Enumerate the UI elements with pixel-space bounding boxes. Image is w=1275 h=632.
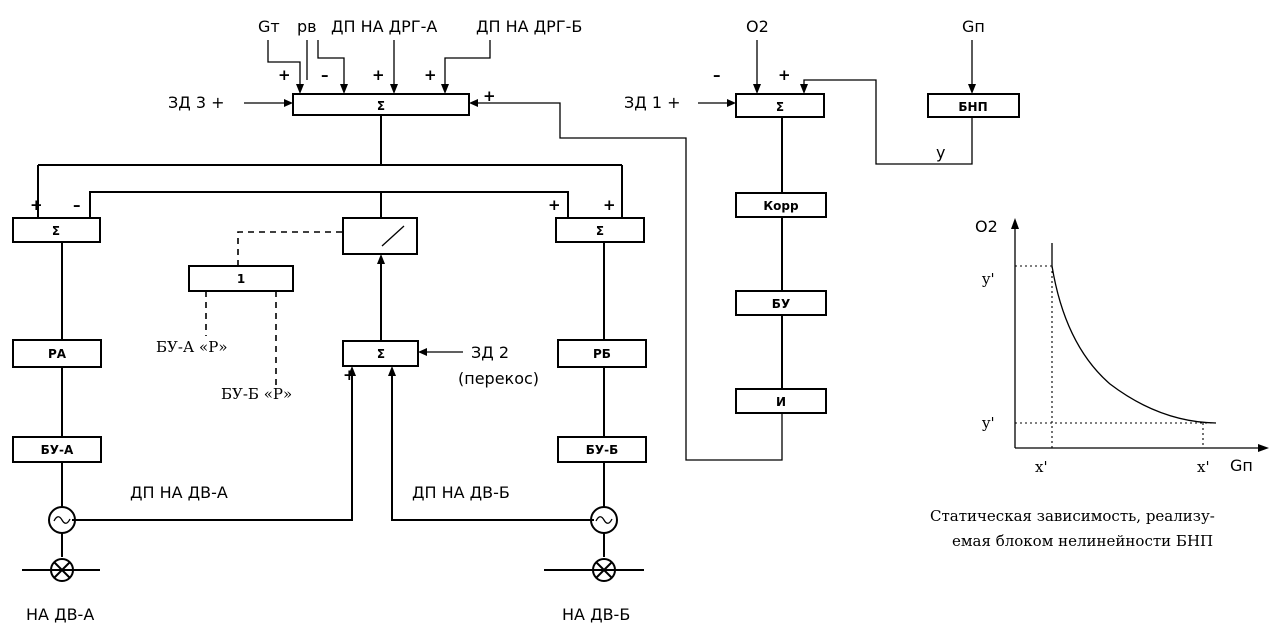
- gt-arrow: [296, 84, 304, 94]
- bnp-label: БНП: [958, 100, 987, 114]
- input-pv-label: pв: [297, 17, 317, 36]
- summator-b-block: [555, 217, 645, 243]
- sign-sum-b-plus-1: +: [548, 196, 561, 214]
- signal-bu-a-p: БУ-А «Р»: [156, 338, 228, 356]
- bnp-output-arrow: [800, 84, 808, 94]
- regulator-pb-label: PБ: [593, 347, 611, 361]
- signal-bu-b-p: БУ-Б «Р»: [221, 385, 292, 403]
- switch-bus: [89, 191, 569, 218]
- gp-arrow: [968, 84, 976, 94]
- input-gp-label: Gп: [962, 17, 985, 36]
- motor-b-wave-icon: [595, 516, 613, 524]
- dp-drg-a-arrow: [390, 84, 398, 94]
- block-1-label: 1: [237, 272, 245, 286]
- dp-dv-a-line: [72, 374, 353, 521]
- feedback-line-to-zd3: [475, 102, 783, 461]
- block-1: [188, 265, 294, 292]
- bu-b-label: БУ-Б: [586, 443, 619, 457]
- input-dp-drg-a-label: ДП НА ДРГ-А: [331, 17, 437, 36]
- sign-pv: –: [321, 66, 329, 84]
- sign-sum-b-plus-2: +: [603, 196, 616, 214]
- valve-a-icon: [50, 558, 74, 582]
- bnp-output-line: [803, 79, 973, 165]
- summator-3-label: Σ: [377, 99, 385, 113]
- input-o2-label: O2: [746, 17, 769, 36]
- korr-label: Корр: [763, 199, 799, 213]
- i-block: [735, 388, 827, 414]
- sign-o2: –: [713, 66, 721, 84]
- sign-gt: +: [278, 66, 291, 84]
- signal-y: y: [936, 143, 945, 162]
- sign-feedback: +: [483, 87, 496, 105]
- summator-2-label: Σ: [377, 347, 385, 361]
- setpoint-zd3: ЗД 3 +: [168, 93, 225, 112]
- dp-drg-b-arrow: [441, 84, 449, 94]
- bu-b-block: [557, 436, 647, 463]
- graph-tick-y-lower: y': [981, 414, 995, 432]
- signal-dp-dv-a: ДП НА ДВ-А: [130, 483, 228, 502]
- bnp-block: [927, 93, 1020, 118]
- setpoint-zd1: ЗД 1 +: [624, 93, 681, 112]
- motor-a-wave-icon: [53, 516, 71, 524]
- graph-tick-x-left: x': [1035, 458, 1048, 476]
- graph-y-axis-label: O2: [975, 217, 998, 236]
- valve-b-icon: [592, 558, 616, 582]
- graph-caption-line2: емая блоком нелинейности БНП: [952, 532, 1213, 550]
- input-dp-drg-b-label: ДП НА ДРГ-Б: [476, 17, 582, 36]
- regulator-pb-block: [557, 339, 647, 368]
- summator-a-block: [12, 217, 101, 243]
- output-na-dv-b: НА ДВ-Б: [562, 605, 630, 624]
- zd2-arrow: [418, 348, 427, 356]
- gt-line: [267, 40, 301, 88]
- regulator-pa-block: [12, 339, 102, 368]
- zd3-arrow: [284, 99, 293, 107]
- graph-caption-line1: Статическая зависимость, реализу-: [930, 507, 1215, 525]
- sign-sum-a-plus: +: [30, 196, 43, 214]
- bu-a-block: [12, 436, 102, 463]
- sign-dv-a: +: [343, 366, 356, 384]
- zd1-arrow: [727, 99, 736, 107]
- o2-arrow: [753, 84, 761, 94]
- sign-drg-b: +: [424, 66, 437, 84]
- dp-drg-b-line: [444, 40, 491, 88]
- dp-dv-b-arrow: [388, 366, 396, 376]
- sign-drg-a: +: [372, 66, 385, 84]
- bu-label: БУ: [772, 297, 790, 311]
- summator-a-label: Σ: [52, 224, 60, 238]
- summator-1-label: Σ: [776, 100, 784, 114]
- setpoint-zd2-note: (перекос): [458, 369, 539, 388]
- summator-1-block: [735, 93, 825, 118]
- dashed-control-line: [237, 231, 343, 266]
- regulator-pa-label: PА: [48, 347, 67, 361]
- sign-sum-a-minus: –: [73, 196, 81, 214]
- pv-arrow: [340, 84, 348, 94]
- dp-dv-a-arrow: [348, 366, 356, 376]
- graph-x-axis-arrow: [1258, 444, 1269, 452]
- graph-tick-x-right: x': [1197, 458, 1210, 476]
- setpoint-zd2: ЗД 2: [471, 343, 509, 362]
- input-gt-label: Gт: [258, 17, 280, 36]
- signal-dp-dv-b: ДП НА ДВ-Б: [412, 483, 510, 502]
- graph-curve: [1051, 243, 1217, 424]
- bu-a-label: БУ-А: [41, 443, 74, 457]
- dp-dv-b-line: [391, 374, 594, 521]
- switch-contact: [381, 225, 405, 247]
- i-label: И: [776, 395, 786, 409]
- graph-x-axis-label: Gп: [1230, 456, 1253, 475]
- graph-tick-y-upper: y': [981, 270, 995, 288]
- sign-bnp: +: [778, 66, 791, 84]
- sum2-to-switch-arrow: [377, 254, 385, 264]
- feedback-arrow: [469, 99, 478, 107]
- valve-b-cross-icon: [595, 561, 613, 579]
- bu-block: [735, 290, 827, 316]
- switch-block: [342, 217, 418, 255]
- output-na-dv-a: НА ДВ-А: [26, 605, 94, 624]
- summator-b-label: Σ: [596, 224, 604, 238]
- valve-a-cross-icon: [53, 561, 71, 579]
- pv-line: [317, 40, 345, 88]
- graph-y-axis-arrow: [1011, 218, 1019, 229]
